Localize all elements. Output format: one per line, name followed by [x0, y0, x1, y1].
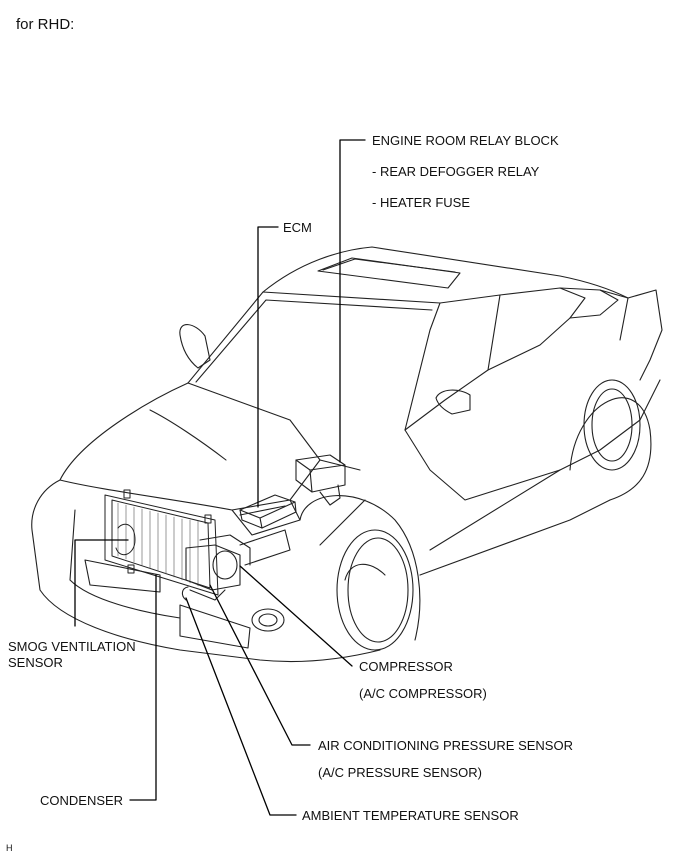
page-heading: for RHD: [16, 16, 75, 33]
label-compressor-sub: (A/C COMPRESSOR) [359, 686, 487, 701]
label-engine-room-relay-block: ENGINE ROOM RELAY BLOCK [372, 133, 559, 148]
compressor-unit [181, 529, 291, 601]
figure-code: H [6, 843, 13, 853]
relay-block-unit [295, 454, 346, 506]
label-ecm: ECM [283, 220, 312, 235]
leader-lines [74, 139, 366, 816]
label-compressor: COMPRESSOR [359, 659, 453, 674]
label-air-conditioning-pressure-sensor: AIR CONDITIONING PRESSURE SENSOR [318, 738, 573, 753]
car-body [31, 246, 663, 663]
label-rear-defogger-relay: - REAR DEFOGGER RELAY [372, 164, 540, 179]
condenser-unit [104, 489, 219, 596]
ecm-unit [239, 494, 297, 529]
label-air-conditioning-pressure-sensor-sub: (A/C PRESSURE SENSOR) [318, 765, 482, 780]
label-smog-ventilation-sensor: SMOG VENTILATION SENSOR [8, 639, 136, 670]
label-heater-fuse: - HEATER FUSE [372, 195, 470, 210]
label-condenser: CONDENSER [40, 793, 124, 808]
label-ambient-temperature-sensor: AMBIENT TEMPERATURE SENSOR [302, 808, 519, 823]
